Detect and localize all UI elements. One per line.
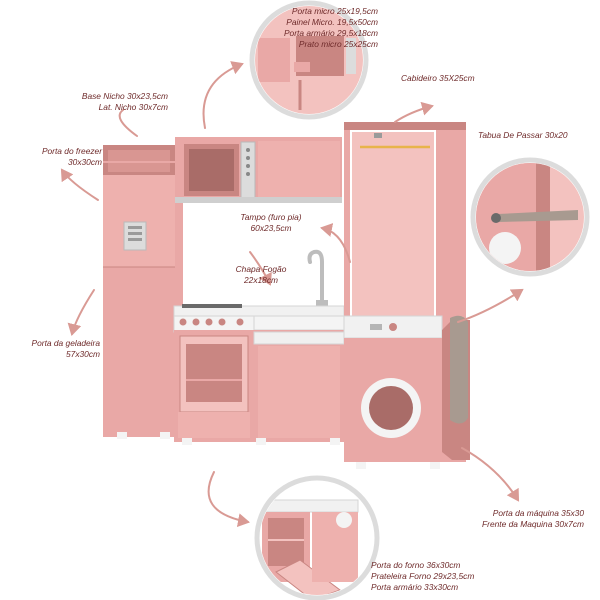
label-line: Porta da máquina 35x30 xyxy=(492,508,584,518)
freezer-door xyxy=(103,175,175,267)
label-line: Base Nicho 30x23,5cm xyxy=(81,91,168,101)
label-line: 30x30cm xyxy=(68,157,102,167)
oven-icon xyxy=(174,330,254,445)
label-line: Painel Micro. 19,5x50cm xyxy=(286,17,378,27)
label-washing-machine: Porta da máquina 35x30 Frente da Maquina… xyxy=(482,508,584,530)
backsplash xyxy=(175,203,342,306)
upper-niche xyxy=(103,145,175,175)
faucet-icon xyxy=(307,249,328,307)
callout-arrows xyxy=(60,61,524,528)
label-countertop: Tampo (furo pia) 60x23,5cm xyxy=(226,212,316,234)
label-line: Porta da geladeira xyxy=(31,338,100,348)
label-line: Prato micro 25x25cm xyxy=(298,39,378,49)
label-line: Porta armário 29,5x18cm xyxy=(283,28,378,38)
label-line: Porta do forno 36x30cm xyxy=(371,560,461,570)
label-line: 22x18cm xyxy=(244,275,278,285)
label-line: Porta micro 25x19,5cm xyxy=(291,6,378,16)
detail-circle-microwave xyxy=(249,0,369,120)
label-microwave-dimensions: Porta micro 25x19,5cm Painel Micro. 19,5… xyxy=(284,6,378,50)
label-line: Chapa Fogão xyxy=(235,264,287,274)
label-line: Porta do freezer xyxy=(41,146,102,156)
upper-cabinet-door xyxy=(258,141,340,197)
label-ironing-board: Tabua De Passar 30x20 xyxy=(478,130,568,141)
sink-cabinet-door xyxy=(258,346,340,438)
label-line: Cabideiro 35X25cm xyxy=(401,73,475,83)
label-hanger-dimensions: Cabideiro 35X25cm xyxy=(401,73,475,84)
label-line: 60x23,5cm xyxy=(250,223,292,233)
upper-cabinet xyxy=(175,137,342,203)
sink-cabinet xyxy=(253,330,345,445)
countertop xyxy=(173,304,345,333)
label-line: Lat. Nicho 30x7cm xyxy=(98,102,168,112)
label-line: Porta armário 33x30cm xyxy=(371,582,459,592)
label-line: Tabua De Passar 30x20 xyxy=(478,130,568,140)
iron-board-icon xyxy=(450,315,468,424)
label-line: Frente da Maquina 30x7cm xyxy=(482,519,584,529)
fridge-tower xyxy=(103,175,175,439)
label-freezer-door: Porta do freezer 30x30cm xyxy=(42,146,102,168)
label-fridge-door: Porta da geladeira 57x30cm xyxy=(32,338,100,360)
label-stove-plate: Chapa Fogão 22x18cm xyxy=(226,264,296,286)
label-line: Tampo (furo pia) xyxy=(240,212,302,222)
detail-circle-oven xyxy=(254,475,380,600)
laundry-tower xyxy=(343,122,470,469)
detail-circle-ironing xyxy=(470,157,590,277)
label-niche-dimensions: Base Nicho 30x23,5cm Lat. Nicho 30x7cm xyxy=(82,91,168,113)
label-line: 57x30cm xyxy=(66,349,100,359)
label-oven-dimensions: Porta do forno 36x30cm Prateleira Forno … xyxy=(371,560,474,593)
label-line: Prateleira Forno 29x23,5cm xyxy=(371,571,475,581)
